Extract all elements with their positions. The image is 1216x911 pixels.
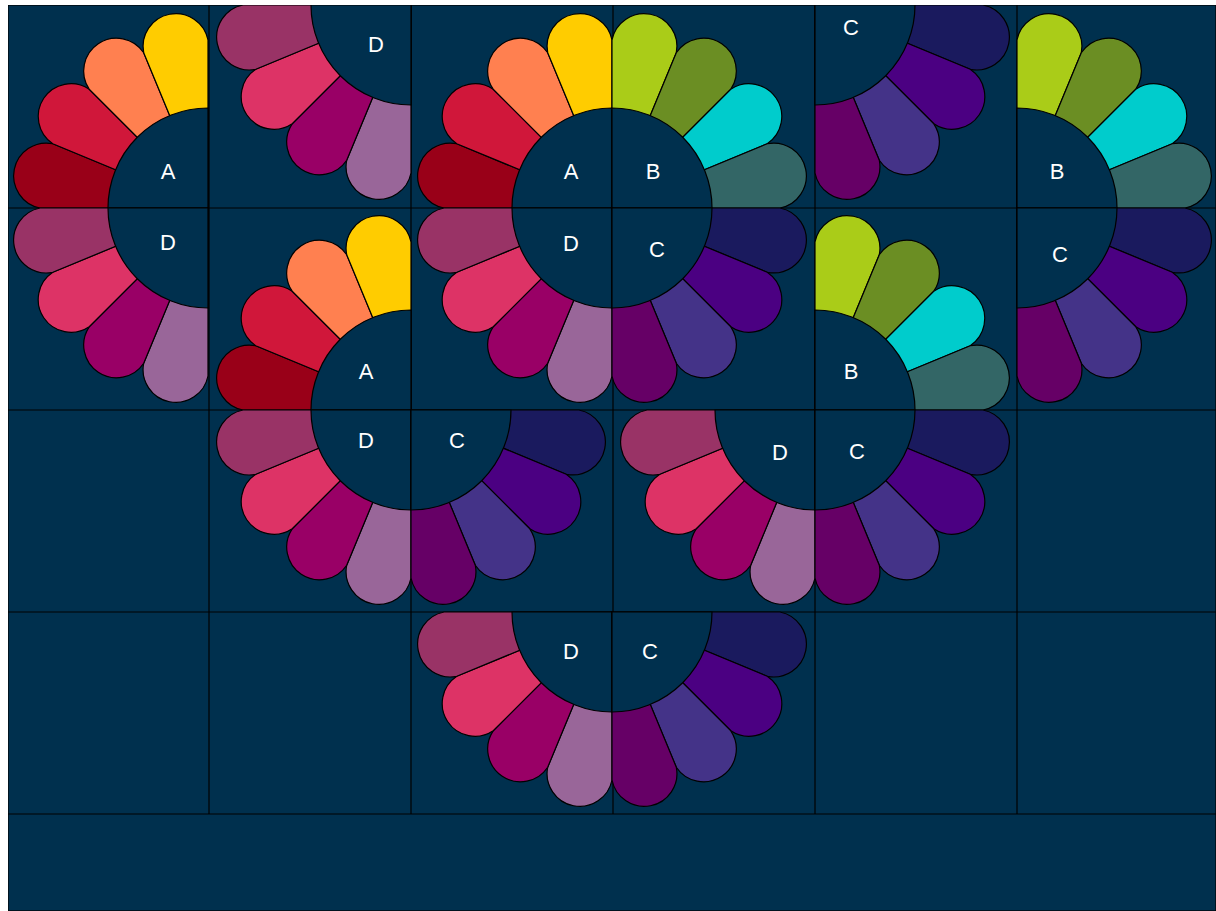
fan-label-box: A: [355, 359, 378, 385]
fan-centre: [108, 108, 208, 208]
dresden-fan: [815, 216, 1009, 410]
dresden-fan: [411, 410, 605, 604]
fan-letter: D: [160, 232, 176, 254]
fan-centre: [108, 208, 208, 308]
dresden-fan: [815, 410, 1009, 604]
fan-centre: [1017, 208, 1117, 308]
dresden-fan: [14, 208, 208, 402]
fan-letter: A: [564, 161, 579, 183]
fan-centre: [512, 208, 612, 308]
fan-centre: [815, 310, 915, 410]
fan-letter: D: [563, 233, 579, 255]
dresden-fan: [612, 208, 806, 402]
fan-centre: [815, 5, 915, 105]
dresden-fan: [1017, 208, 1211, 402]
fan-centre: [311, 310, 411, 410]
fan-letter: D: [368, 34, 384, 56]
fan-letter: D: [358, 430, 374, 452]
quilt-group: [8, 5, 1216, 911]
fan-letter: A: [359, 361, 374, 383]
fan-label-box: C: [845, 439, 869, 465]
fan-letter: C: [649, 239, 665, 261]
fan-centre: [411, 410, 511, 510]
fan-centre: [612, 612, 712, 712]
fan-letter: A: [161, 161, 176, 183]
fan-label-box: C: [1048, 242, 1072, 268]
fan-label-box: D: [354, 428, 378, 454]
fan-label-box: C: [839, 15, 863, 41]
fan-letter: C: [642, 641, 658, 663]
fan-letter: C: [849, 441, 865, 463]
fan-centre: [612, 108, 712, 208]
fan-centre: [612, 208, 712, 308]
fan-letter: C: [1052, 244, 1068, 266]
fan-label-box: B: [1046, 159, 1069, 185]
grid-line: [8, 409, 1216, 410]
fan-label-box: C: [638, 639, 662, 665]
fan-label-box: D: [559, 231, 583, 257]
fan-centre: [715, 410, 815, 510]
dresden-fan: [14, 14, 208, 208]
fan-label-box: A: [560, 159, 583, 185]
dresden-fan: [612, 14, 806, 208]
fan-centre: [1017, 108, 1117, 208]
dresden-fan: [612, 612, 806, 806]
fan-letter: D: [772, 442, 788, 464]
fan-label-box: D: [768, 440, 792, 466]
fan-label-box: D: [156, 230, 180, 256]
dresden-fan: [418, 14, 612, 208]
fan-letter: B: [844, 361, 859, 383]
grid-line: [8, 813, 1216, 814]
dresden-fan: [815, 5, 1009, 199]
dresden-fan: [418, 612, 612, 806]
fan-centre: [512, 612, 612, 712]
fan-letter: B: [646, 161, 661, 183]
dresden-fan: [217, 410, 411, 604]
fan-centre: [512, 108, 612, 208]
fan-label-box: B: [840, 359, 863, 385]
dresden-fan: [1017, 14, 1211, 208]
fan-centre: [311, 5, 411, 105]
fan-label-box: D: [559, 639, 583, 665]
dresden-fan: [217, 5, 411, 199]
fan-label-box: C: [645, 237, 669, 263]
fan-centre: [311, 410, 411, 510]
dresden-fan: [217, 216, 411, 410]
dresden-fan: [621, 410, 815, 604]
fan-letter: B: [1050, 161, 1065, 183]
fan-label-box: D: [364, 32, 388, 58]
fan-centre: [815, 410, 915, 510]
fan-letter: D: [563, 641, 579, 663]
fan-label-box: A: [157, 159, 180, 185]
fan-label-box: C: [445, 428, 469, 454]
fan-letter: C: [449, 430, 465, 452]
quilt-background: [8, 5, 1216, 911]
dresden-fan: [418, 208, 612, 402]
fan-label-box: B: [642, 159, 665, 185]
fan-letter: C: [843, 17, 859, 39]
